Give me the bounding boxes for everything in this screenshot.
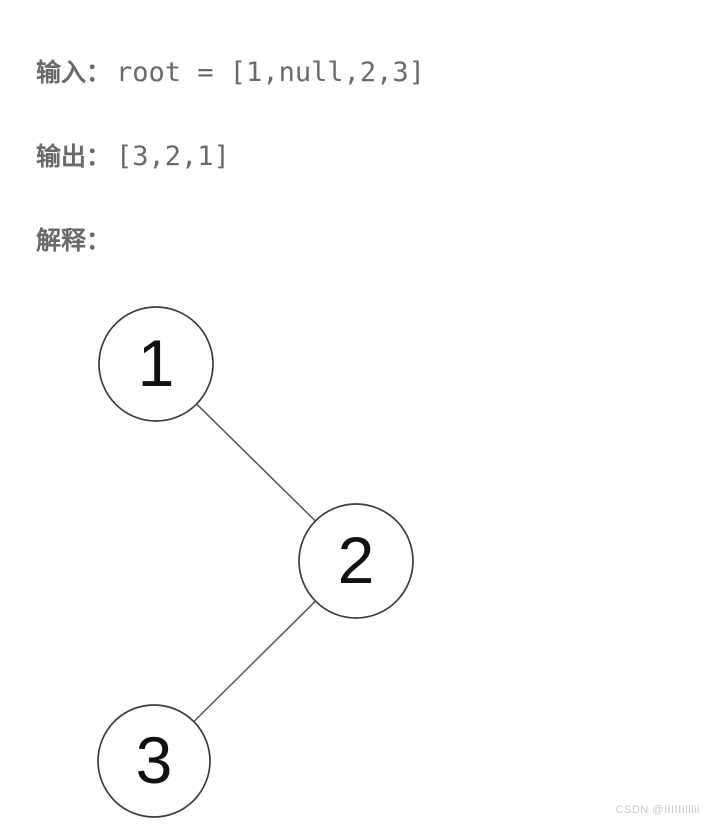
example-input-line: 输入：root = [1,null,2,3] [20,22,425,128]
tree-node-circle-2 [298,503,414,619]
tree-node-label-2: 2 [338,523,375,597]
csdn-watermark: CSDN @IIIIIIlllii [615,804,700,816]
input-label: 输入： [36,58,112,87]
example-output-line: 输出：[3,2,1] [20,106,230,212]
tree-node-label-3: 3 [136,723,173,797]
explanation-label: 解释： [36,226,112,255]
input-value: root = [1,null,2,3] [116,57,425,88]
output-label: 输出： [36,142,112,171]
tree-node-circle-1 [98,306,214,422]
output-value: [3,2,1] [116,141,230,172]
tree-node-label-1: 1 [138,326,175,400]
tree-node-circle-3 [97,704,211,818]
example-explanation-line: 解释： [20,190,111,296]
